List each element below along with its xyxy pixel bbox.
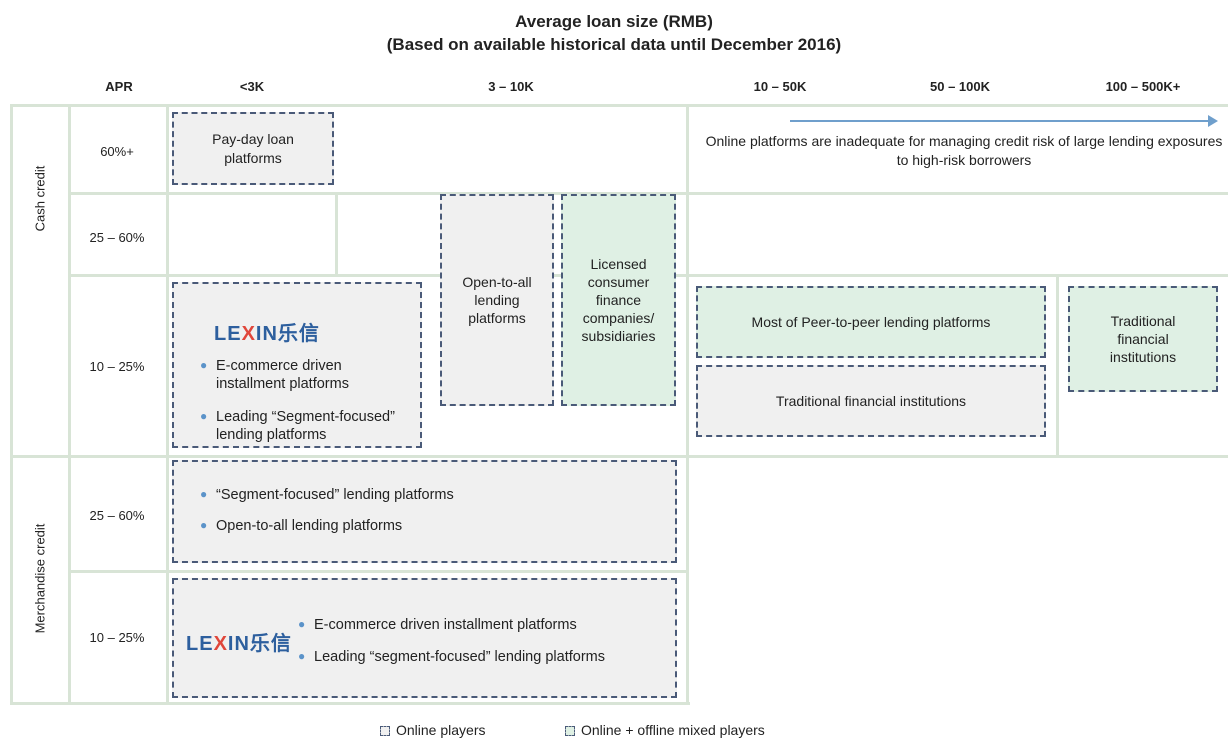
grid-line-group (10, 455, 1228, 458)
note-large-exposures: Online platforms are inadequate for mana… (705, 133, 1223, 168)
bullet-dot-icon: ● (298, 617, 306, 631)
bullet-dot-icon: ● (200, 409, 208, 423)
col-header-apr: APR (105, 79, 133, 94)
row-label-25-60-cash: 25 – 60% (89, 230, 145, 245)
trad-right-box: Traditional financial institutions (1068, 286, 1218, 392)
lexin-logo: LEXIN乐信 (214, 323, 320, 345)
payday-label: Pay-day loan platforms (212, 131, 294, 166)
lexin-box-cash: LEXIN乐信 ●E-commerce driven installment p… (172, 282, 422, 448)
col-header-3-10k: 3 – 10K (488, 79, 534, 94)
col-header-lt3k: <3K (239, 79, 265, 94)
merch-box-10-25: LEXIN乐信 ●E-commerce driven installment p… (172, 578, 677, 698)
col-header-100-500k: 100 – 500K+ (1105, 79, 1181, 94)
title-line2: (Based on available historical data unti… (386, 35, 842, 54)
trad-mid-label: Traditional financial institutions (775, 392, 967, 409)
row-label-10-25-cash: 10 – 25% (89, 359, 145, 374)
legend-mixed-swatch-icon (565, 726, 575, 736)
row-label-25-60-merch: 25 – 60% (89, 508, 145, 523)
licensed-label: Licensed consumer finance companies/ sub… (581, 255, 656, 345)
lexin-logo: LEXIN乐信 (186, 633, 292, 655)
arrow-right-icon (790, 115, 1218, 127)
merch2-bullet1: ●E-commerce driven installment platforms (298, 617, 577, 633)
legend-online: Online players (380, 722, 486, 738)
merch1-bullet1: ●“Segment-focused” lending platforms (200, 487, 454, 503)
grid-line-row1 (68, 192, 1228, 195)
grid-vline-3k (335, 194, 338, 276)
merch2-bullet2: ●Leading “segment-focused” lending platf… (298, 649, 605, 665)
grid-vline-left (10, 104, 13, 705)
p2p-label: Most of Peer-to-peer lending platforms (751, 313, 991, 330)
bullet-dot-icon: ● (200, 518, 208, 532)
legend-online-swatch-icon (380, 726, 390, 736)
open-to-all-box: Open-to-all lending platforms (440, 194, 554, 406)
bullet-dot-icon: ● (200, 358, 208, 372)
grid-vline-apr (166, 104, 169, 705)
licensed-box: Licensed consumer finance companies/ sub… (561, 194, 676, 406)
p2p-box: Most of Peer-to-peer lending platforms (696, 286, 1046, 358)
legend-mixed: Online + offline mixed players (565, 722, 765, 738)
trad-right-label: Traditional financial institutions (1109, 312, 1177, 366)
grid-line-top (10, 104, 1228, 107)
bullet-dot-icon: ● (200, 487, 208, 501)
grid-line-row4 (68, 570, 688, 573)
row-label-60plus: 60%+ (100, 144, 134, 159)
group-label-cash: Cash credit (32, 165, 48, 232)
merch-box-25-60: ●“Segment-focused” lending platforms ●Op… (172, 460, 677, 563)
merch1-bullet2: ●Open-to-all lending platforms (200, 518, 403, 534)
grid-vline-10k (686, 104, 689, 705)
group-label-merchandise: Merchandise credit (32, 523, 48, 634)
title-line1: Average loan size (RMB) (515, 12, 713, 31)
lexin-cash-bullet2: ●Leading “Segment-focused” lending platf… (200, 409, 395, 444)
bullet-dot-icon: ● (298, 649, 306, 663)
payday-box: Pay-day loan platforms (172, 112, 334, 185)
grid-vline-group (68, 104, 71, 705)
lexin-cash-bullet1: ●E-commerce driven installment platforms (200, 358, 349, 393)
grid-line-bottom (10, 702, 690, 705)
row-label-10-25-merch: 10 – 25% (89, 630, 145, 645)
trad-mid-box: Traditional financial institutions (696, 365, 1046, 437)
col-header-10-50k: 10 – 50K (753, 79, 807, 94)
open-to-all-label: Open-to-all lending platforms (462, 273, 532, 327)
grid-vline-100k (1056, 276, 1059, 457)
col-header-50-100k: 50 – 100K (930, 79, 990, 94)
